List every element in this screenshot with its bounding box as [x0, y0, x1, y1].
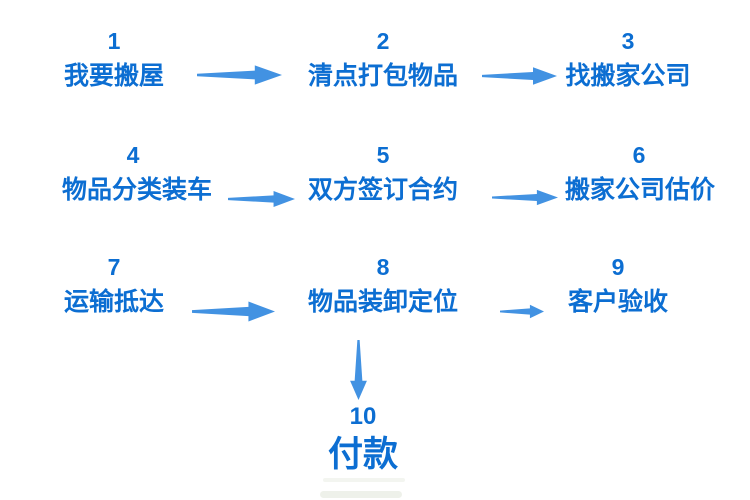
- arrow-down-icon: [350, 340, 367, 400]
- step-5-cell: 5 双方签订合约: [308, 142, 458, 204]
- step-number: 8: [376, 254, 390, 280]
- step-2-cell: 2 清点打包物品: [308, 28, 458, 90]
- step-number: 1: [107, 28, 121, 54]
- step-number: 2: [376, 28, 390, 54]
- step-number: 5: [376, 142, 390, 168]
- step-label: 客户验收: [567, 288, 668, 316]
- watermark: [320, 491, 402, 498]
- step-label: 双方签订合约: [308, 176, 459, 204]
- step-9-cell: 9 客户验收: [566, 254, 670, 316]
- arrow-right-icon: [500, 304, 544, 319]
- step-label: 找搬家公司: [565, 62, 691, 90]
- step-6-cell: 6 搬家公司估价: [565, 142, 716, 204]
- step-label: 我要搬屋: [64, 62, 165, 90]
- step-10-cell: 10 付款: [323, 404, 403, 474]
- step-label: 物品装卸定位: [307, 288, 458, 316]
- arrow-right-icon: [492, 189, 558, 206]
- step-label: 搬家公司估价: [565, 176, 716, 204]
- step-label: 付款: [327, 435, 398, 474]
- step-number: 9: [611, 254, 625, 280]
- step-7-cell: 7 运输抵达: [64, 254, 164, 316]
- step-4-cell: 4 物品分类装车: [62, 142, 213, 204]
- step-8-cell: 8 物品装卸定位: [307, 254, 459, 316]
- arrow-right-icon: [197, 65, 282, 85]
- step-1-cell: 1 我要搬屋: [64, 28, 164, 90]
- arrow-right-icon: [228, 191, 295, 207]
- arrow-right-icon: [192, 301, 275, 322]
- step-label: 清点打包物品: [308, 62, 459, 90]
- step-number: 6: [632, 142, 646, 168]
- watermark: [323, 478, 405, 482]
- step-label: 物品分类装车: [62, 176, 213, 204]
- step-number: 10: [349, 403, 377, 430]
- step-number: 4: [126, 142, 140, 168]
- step-number: 7: [107, 254, 121, 280]
- step-label: 运输抵达: [64, 288, 165, 316]
- arrow-right-icon: [482, 67, 557, 85]
- step-3-cell: 3 找搬家公司: [564, 28, 692, 90]
- step-number: 3: [621, 28, 635, 54]
